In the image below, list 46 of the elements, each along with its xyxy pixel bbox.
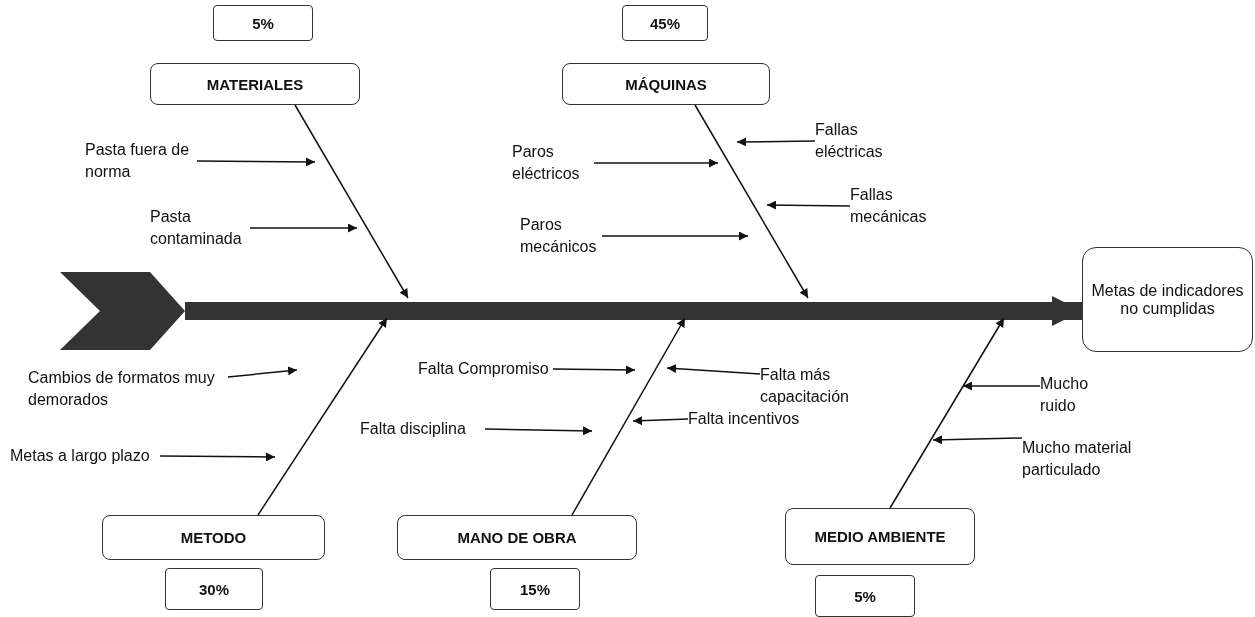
percentage-box: 30%	[165, 568, 263, 610]
arrow	[666, 364, 761, 375]
arrow	[593, 158, 719, 168]
percentage-box: 5%	[815, 575, 915, 617]
category-box: MATERIALES	[150, 63, 360, 105]
cause-label: Mucho material particulado	[1022, 425, 1132, 493]
cause-label: Falta más capacitación	[760, 363, 890, 409]
arrow	[766, 200, 851, 210]
cause-label: Falta disciplina	[360, 418, 485, 440]
arrow	[196, 157, 316, 167]
effect-box: Metas de indicadores no cumplidas	[1082, 247, 1253, 352]
cause-label: Pasta contaminada	[150, 205, 250, 251]
cause-label: Metas a largo plazo	[10, 445, 160, 467]
rib-arrow	[257, 317, 388, 516]
cause-label: Paros mecánicos	[520, 213, 602, 259]
category-box: MANO DE OBRA	[397, 515, 637, 560]
spine-arrow	[185, 296, 1082, 326]
rib-arrow	[294, 104, 409, 299]
arrow	[159, 452, 276, 462]
rib-arrow	[571, 317, 686, 516]
percentage-box: 45%	[622, 5, 708, 41]
cause-label: Falta incentivos	[688, 408, 838, 430]
rib-arrow	[694, 104, 809, 299]
cause-label: Cambios de formatos muy demorados	[28, 366, 228, 412]
arrow	[484, 426, 593, 436]
cause-label: Fallas eléctricas	[815, 118, 897, 164]
arrow	[249, 223, 358, 233]
arrow	[736, 137, 816, 147]
cause-label: Paros eléctricos	[512, 140, 594, 186]
arrow	[962, 381, 1041, 391]
cause-label: Mucho ruido	[1040, 372, 1120, 418]
percentage-box: 15%	[490, 568, 580, 610]
cause-label: Pasta fuera de norma	[85, 138, 197, 184]
arrow	[632, 416, 689, 426]
percentage-box: 5%	[213, 5, 313, 41]
cause-label: Fallas mecánicas	[850, 183, 936, 229]
arrow	[552, 365, 636, 375]
rib-arrow	[889, 317, 1005, 509]
cause-label: Falta Compromiso	[418, 358, 553, 380]
category-box: METODO	[102, 515, 325, 560]
arrow	[932, 435, 1023, 445]
category-box: MÁQUINAS	[562, 63, 770, 105]
fishbone-tail	[60, 272, 185, 350]
arrow	[601, 231, 749, 241]
category-box: MEDIO AMBIENTE	[785, 508, 975, 565]
arrow	[227, 366, 298, 378]
